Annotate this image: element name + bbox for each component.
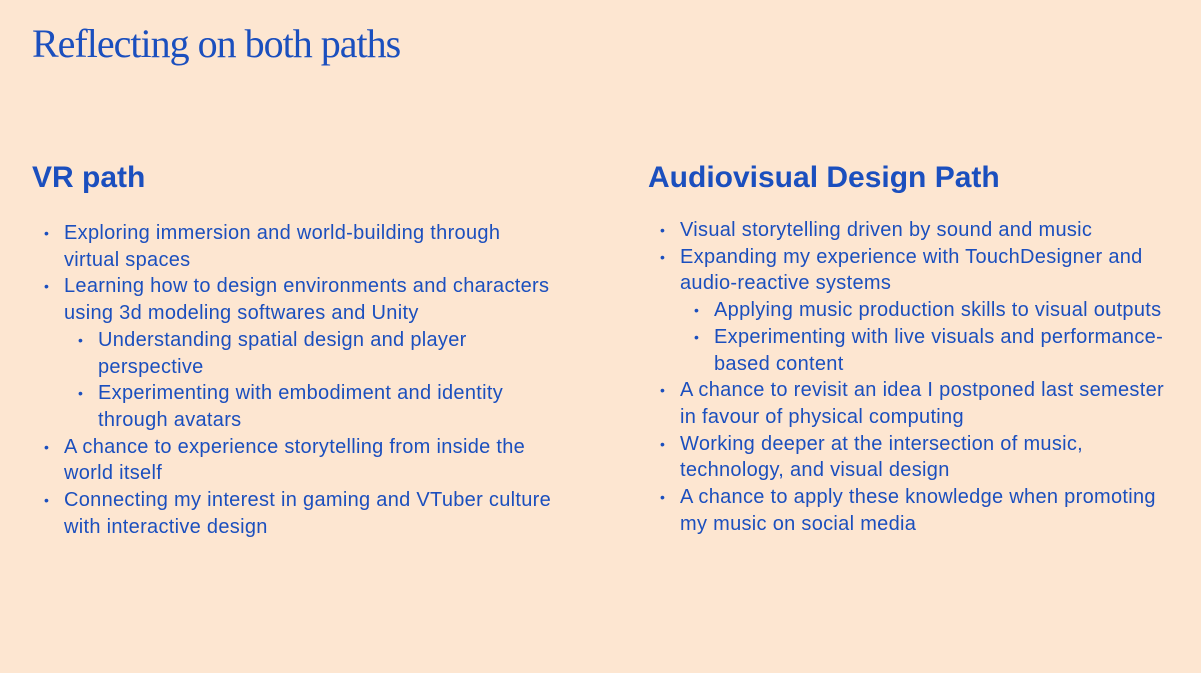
audiovisual-path-list: Visual storytelling driven by sound and …	[648, 217, 1168, 537]
list-item-text: A chance to experience storytelling from…	[64, 435, 526, 485]
list-item-text: Exploring immersion and world-building t…	[64, 222, 501, 271]
vr-path-list: Exploring immersion and world-building t…	[32, 220, 552, 540]
list-item: A chance to apply these knowledge when p…	[648, 484, 1168, 537]
list-item-text: Working deeper at the intersection of mu…	[680, 432, 1084, 482]
audiovisual-path-column: Audiovisual Design Path Visual storytell…	[648, 158, 1178, 537]
list-item: Expanding my experience with TouchDesign…	[648, 244, 1168, 378]
list-item: Working deeper at the intersection of mu…	[648, 431, 1168, 484]
list-item: A chance to experience storytelling from…	[32, 434, 552, 487]
audiovisual-path-heading: Audiovisual Design Path	[648, 161, 1000, 194]
list-item-text: Visual storytelling driven by sound and …	[680, 219, 1093, 241]
vr-path-heading: VR path	[32, 161, 146, 194]
list-item-text: A chance to revisit an idea I postponed …	[680, 379, 1164, 428]
list-item-text: A chance to apply these knowledge when p…	[680, 486, 1156, 535]
sub-list-item: Experimenting with live visuals and perf…	[680, 324, 1168, 377]
slide-title: Reflecting on both paths	[32, 21, 401, 66]
list-item: A chance to revisit an idea I postponed …	[648, 377, 1168, 430]
list-item: Learning how to design environments and …	[32, 273, 552, 433]
list-item-text: Connecting my interest in gaming and VTu…	[64, 489, 552, 538]
sub-list-item: Experimenting with embodiment and identi…	[64, 380, 552, 433]
sub-list: Applying music production skills to visu…	[680, 297, 1168, 377]
vr-path-column: VR path Exploring immersion and world-bu…	[32, 158, 592, 540]
sub-list-item: Understanding spatial design and player …	[64, 327, 552, 380]
list-item: Visual storytelling driven by sound and …	[648, 217, 1168, 244]
list-item-text: Learning how to design environments and …	[64, 275, 550, 325]
sub-list: Understanding spatial design and player …	[64, 327, 552, 434]
list-item-text: Expanding my experience with TouchDesign…	[680, 245, 1143, 295]
list-item: Connecting my interest in gaming and VTu…	[32, 487, 552, 540]
list-item: Exploring immersion and world-building t…	[32, 220, 552, 273]
sub-list-item: Applying music production skills to visu…	[680, 297, 1168, 324]
